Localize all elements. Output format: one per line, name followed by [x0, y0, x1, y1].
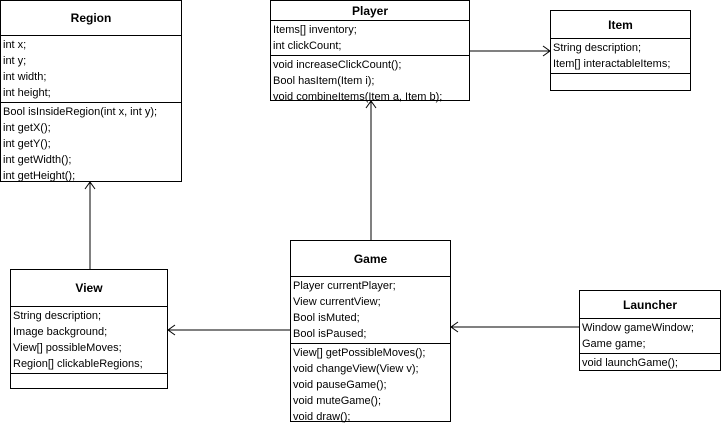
class-name: Region	[1, 1, 181, 36]
attributes-section: Items[] inventory; int clickCount;	[271, 21, 469, 56]
class-player[interactable]: Player Items[] inventory; int clickCount…	[270, 0, 470, 103]
attributes-section: Window gameWindow; Game game;	[580, 319, 720, 354]
method: Bool isInsideRegion(int x, int y);	[3, 106, 158, 118]
attribute: Bool isPaused;	[293, 328, 367, 340]
method: int getY();	[3, 138, 51, 150]
attribute: Items[] inventory;	[273, 24, 357, 36]
attribute: int clickCount;	[273, 40, 342, 52]
methods-section: void launchGame();	[580, 354, 720, 372]
attributes-section: Player currentPlayer; View currentView; …	[291, 277, 450, 344]
class-name: View	[11, 270, 167, 307]
method: void pauseGame();	[293, 379, 387, 391]
method: int getWidth();	[3, 154, 72, 166]
class-name: Item	[551, 11, 690, 39]
methods-section	[11, 374, 167, 390]
attribute: String description;	[553, 42, 642, 54]
class-launcher[interactable]: Launcher Window gameWindow; Game game; v…	[579, 290, 721, 371]
method: int getHeight();	[3, 170, 76, 182]
method: Bool hasItem(Item i);	[273, 75, 375, 87]
attribute: int y;	[3, 55, 27, 67]
attribute: int width;	[3, 71, 47, 83]
attribute: int x;	[3, 39, 27, 51]
method: void muteGame();	[293, 395, 382, 407]
attributes-section: String description; Item[] interactableI…	[551, 39, 690, 74]
class-region[interactable]: Region int x; int y; int width; int heig…	[0, 0, 182, 182]
attribute: Game game;	[582, 338, 646, 350]
method: int getX();	[3, 122, 51, 134]
methods-section	[551, 74, 690, 91]
attributes-section: String description; Image background; Vi…	[11, 307, 167, 374]
class-game[interactable]: Game Player currentPlayer; View currentV…	[290, 240, 451, 423]
methods-section: Bool isInsideRegion(int x, int y); int g…	[1, 103, 181, 185]
method: void combineItems(Item a, Item b);	[273, 91, 443, 103]
class-view[interactable]: View String description; Image backgroun…	[10, 269, 168, 389]
method: void launchGame();	[582, 357, 678, 369]
method: void changeView(View v);	[293, 363, 419, 375]
arrowhead-game	[450, 321, 459, 333]
attribute: Item[] interactableItems;	[553, 58, 671, 70]
attribute: Player currentPlayer;	[293, 280, 396, 292]
attributes-section: int x; int y; int width; int height;	[1, 36, 181, 103]
attribute: Region[] clickableRegions;	[13, 358, 143, 370]
attribute: Bool isMuted;	[293, 312, 360, 324]
method: View[] getPossibleMoves();	[293, 347, 426, 359]
class-name: Launcher	[580, 291, 720, 319]
attribute: String description;	[13, 310, 102, 322]
methods-section: void increaseClickCount(); Bool hasItem(…	[271, 56, 469, 106]
attribute: Image background;	[13, 326, 108, 338]
methods-section: View[] getPossibleMoves(); void changeVi…	[291, 344, 450, 426]
class-name: Game	[291, 241, 450, 277]
attribute: int height;	[3, 87, 51, 99]
arrowhead-view	[167, 324, 176, 336]
class-item[interactable]: Item String description; Item[] interact…	[550, 10, 691, 91]
attribute: Window gameWindow;	[582, 322, 694, 334]
class-name: Player	[271, 1, 469, 21]
method: void draw();	[293, 411, 351, 423]
attribute: View currentView;	[293, 296, 381, 308]
attribute: View[] possibleMoves;	[13, 342, 122, 354]
method: void increaseClickCount();	[273, 59, 402, 71]
arrowhead-item	[542, 45, 551, 57]
